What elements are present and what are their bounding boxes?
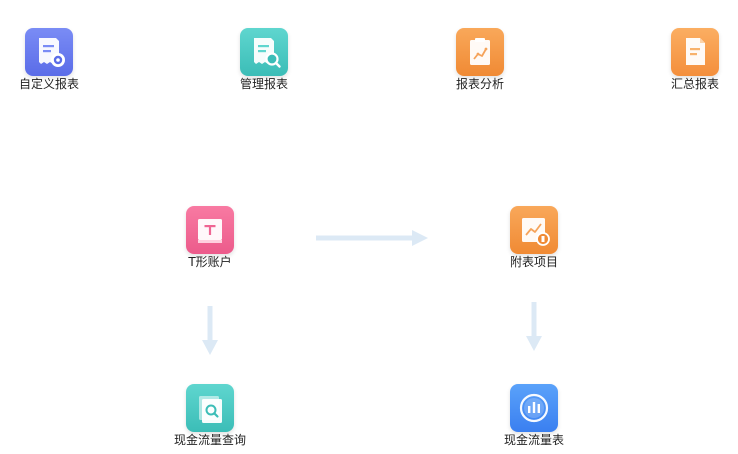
management-report-tile[interactable]: 管理报表 [216, 28, 312, 98]
report-search-icon [240, 28, 288, 76]
arrow-down-right-icon [526, 302, 542, 351]
arrow-down-left-icon [202, 306, 218, 355]
summary-report-label: 汇总报表 [670, 77, 719, 91]
bar-chart-circle-icon [510, 384, 558, 432]
clipboard-chart-icon [456, 28, 504, 76]
document-icon [671, 28, 719, 76]
custom-report-tile[interactable]: 自定义报表 [1, 28, 97, 98]
t-account-tile[interactable]: T形账户 [162, 206, 258, 276]
cashflow-query-tile[interactable]: 现金流量查询 [162, 384, 258, 454]
summary-report-tile[interactable]: 汇总报表 [647, 28, 738, 98]
management-report-label: 管理报表 [239, 77, 288, 91]
cashflow-statement-label: 现金流量表 [503, 433, 564, 447]
t-account-icon [186, 206, 234, 254]
report-analysis-tile[interactable]: 报表分析 [432, 28, 528, 98]
cashflow-query-label: 现金流量查询 [173, 433, 246, 447]
t-account-label: T形账户 [188, 255, 232, 269]
chart-coin-icon [510, 206, 558, 254]
report-gear-icon [25, 28, 73, 76]
custom-report-label: 自定义报表 [18, 77, 79, 91]
report-analysis-label: 报表分析 [455, 77, 504, 91]
notes-items-tile[interactable]: 附表项目 [486, 206, 582, 276]
document-search-icon [186, 384, 234, 432]
cashflow-statement-tile[interactable]: 现金流量表 [486, 384, 582, 454]
notes-items-label: 附表项目 [509, 255, 558, 269]
arrow-right-icon [316, 230, 428, 246]
